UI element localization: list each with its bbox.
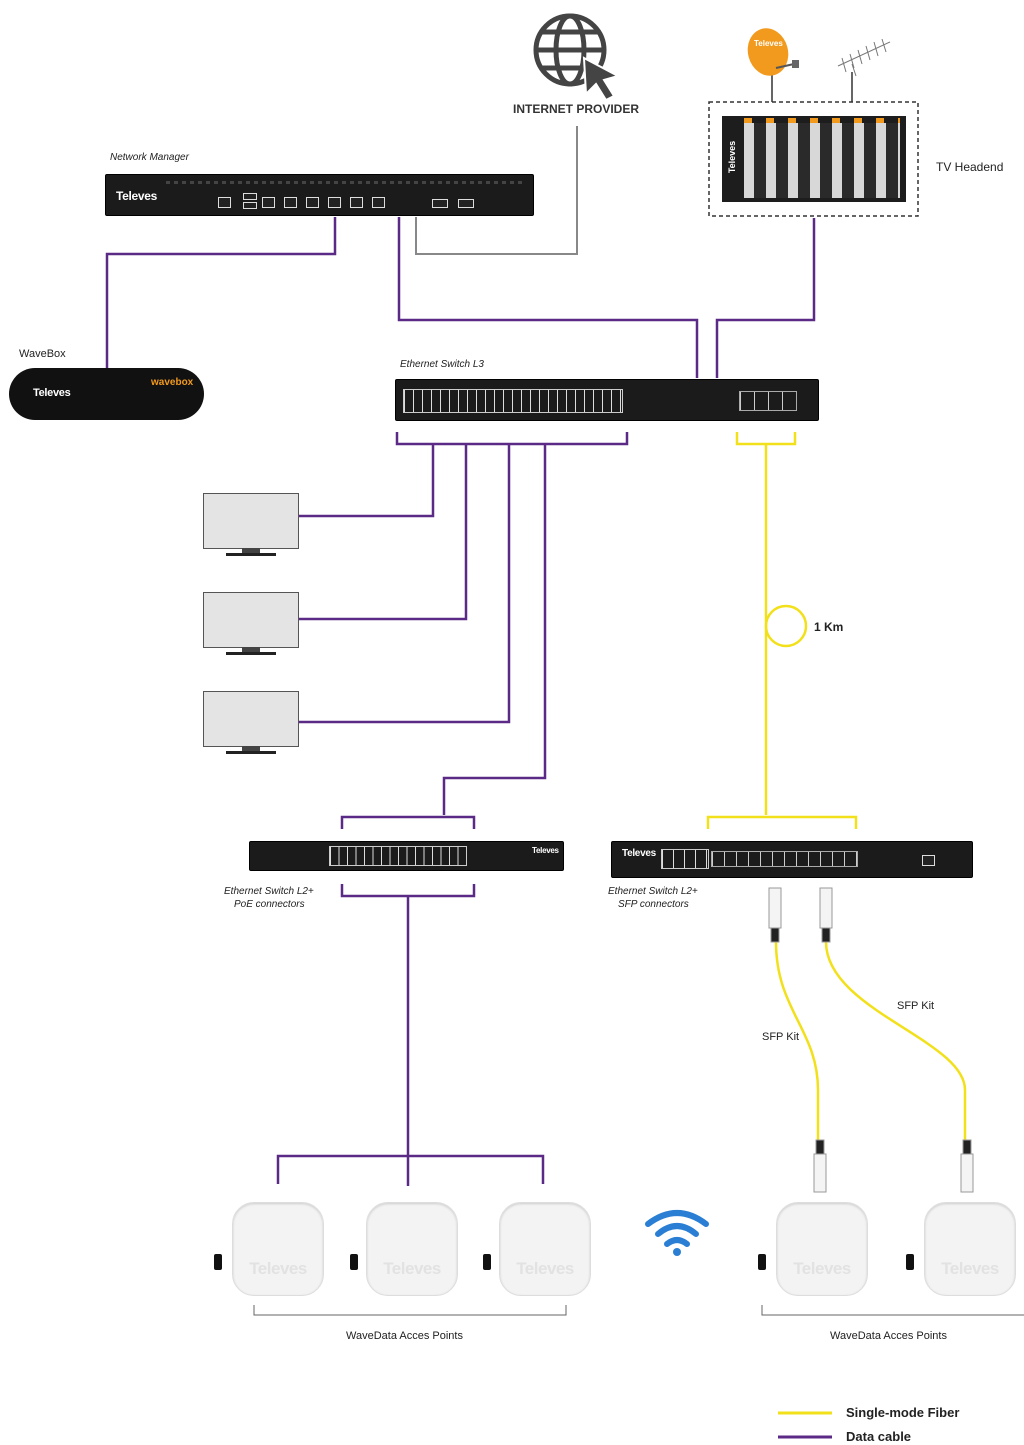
manager-usb-port[interactable] bbox=[243, 193, 257, 200]
ap-group-right-bracket bbox=[761, 1305, 1024, 1316]
manager-usb-port[interactable] bbox=[243, 202, 257, 209]
access-point-4[interactable]: Televes bbox=[776, 1202, 868, 1296]
power-plug-icon bbox=[350, 1254, 358, 1270]
power-plug-icon bbox=[214, 1254, 222, 1270]
internet-provider-label: INTERNET PROVIDER bbox=[513, 102, 640, 116]
internet-line bbox=[415, 126, 578, 255]
switch-sfp-label-2: SFP connectors bbox=[618, 899, 689, 910]
wifi-icon bbox=[645, 1210, 709, 1256]
data-cable-switch-bracket bbox=[395, 432, 629, 446]
headend-brand: Televes bbox=[727, 140, 738, 174]
tv-screen-1 bbox=[203, 493, 299, 556]
power-plug-icon bbox=[906, 1254, 914, 1270]
data-cable-poe-bottom-bracket bbox=[340, 884, 476, 898]
distance-label: 1 Km bbox=[814, 620, 844, 634]
fiber-sfp-bracket bbox=[706, 815, 858, 829]
tv-screen-2 bbox=[203, 592, 299, 655]
tv-headend-frame bbox=[708, 101, 919, 217]
switch-sfp-device[interactable]: Televes bbox=[611, 841, 973, 878]
switch-poe-brand: Televes bbox=[532, 846, 559, 855]
switch-poe-label-1: Ethernet Switch L2+ bbox=[224, 886, 314, 897]
network-manager-brand: Televes bbox=[116, 189, 158, 203]
fiber-sfp-kit-1 bbox=[774, 941, 820, 1140]
switch-l3-label: Ethernet Switch L3 bbox=[400, 359, 484, 370]
data-cable-tv2 bbox=[298, 444, 468, 621]
data-cable-ap-bracket bbox=[276, 1154, 545, 1184]
switch-l3-device[interactable] bbox=[395, 379, 819, 421]
fiber-switch-bracket bbox=[735, 432, 797, 446]
manager-port[interactable] bbox=[306, 197, 319, 208]
sfp-kit-label-2: SFP Kit bbox=[897, 1000, 935, 1012]
sfp-module-1 bbox=[768, 887, 782, 943]
switch-sfp-console-port[interactable] bbox=[922, 855, 935, 866]
legend-fiber-label: Single-mode Fiber bbox=[846, 1405, 960, 1420]
switch-poe-label-2: PoE connectors bbox=[234, 899, 305, 910]
data-cable-poe-top-bracket bbox=[340, 815, 476, 829]
manager-port[interactable] bbox=[328, 197, 341, 208]
sfp-kit-label-1: SFP Kit bbox=[762, 1031, 800, 1043]
dish-logo: Televes bbox=[754, 39, 783, 48]
switch-poe-device[interactable]: Televes bbox=[249, 841, 564, 871]
ap-group-right-label: WaveData Acces Points bbox=[830, 1330, 947, 1342]
access-point-2[interactable]: Televes bbox=[366, 1202, 458, 1296]
power-plug-icon bbox=[483, 1254, 491, 1270]
data-cable-manager-wavebox bbox=[105, 217, 337, 368]
wavebox-logo: wavebox bbox=[151, 377, 194, 388]
tv-headend-label: TV Headend bbox=[936, 160, 1004, 174]
manager-port[interactable] bbox=[284, 197, 297, 208]
access-point-1[interactable]: Televes bbox=[232, 1202, 324, 1296]
data-cable-poe-switch bbox=[442, 444, 547, 815]
sfp-module-2 bbox=[819, 887, 833, 943]
switch-sfp-ports[interactable] bbox=[711, 851, 858, 867]
globe-cursor-icon bbox=[533, 13, 621, 100]
access-point-3[interactable]: Televes bbox=[499, 1202, 591, 1296]
ap-group-left-label: WaveData Acces Points bbox=[346, 1330, 463, 1342]
network-manager-label: Network Manager bbox=[110, 152, 189, 163]
access-point-5[interactable]: Televes bbox=[924, 1202, 1016, 1296]
satellite-dish-icon: Televes bbox=[747, 28, 799, 76]
sfp-module-4 bbox=[960, 1139, 974, 1193]
fiber-sfp-kit-2 bbox=[824, 941, 967, 1140]
data-cable-tv3 bbox=[298, 444, 511, 724]
wavebox-brand: Televes bbox=[33, 387, 71, 399]
manager-port[interactable] bbox=[350, 197, 363, 208]
switch-poe-ports[interactable] bbox=[329, 846, 467, 866]
data-cable-tv1 bbox=[298, 444, 435, 518]
power-plug-icon bbox=[758, 1254, 766, 1270]
manager-sfp-port[interactable] bbox=[432, 199, 448, 208]
switch-l3-sfp-ports[interactable] bbox=[739, 391, 797, 411]
manager-sfp-port[interactable] bbox=[458, 199, 474, 208]
manager-port[interactable] bbox=[218, 197, 231, 208]
switch-sfp-rj45-ports[interactable] bbox=[661, 849, 709, 869]
switch-l3-ports[interactable] bbox=[403, 389, 623, 413]
switch-sfp-brand: Televes bbox=[622, 848, 656, 859]
manager-port[interactable] bbox=[372, 197, 385, 208]
fiber-coil bbox=[764, 604, 808, 648]
wavebox-device[interactable]: Televes wavebox bbox=[9, 368, 204, 420]
legend-data-label: Data cable bbox=[846, 1429, 912, 1444]
wavebox-label: WaveBox bbox=[19, 348, 66, 360]
data-cable-manager-switch bbox=[397, 217, 699, 378]
data-cable-headend-switch bbox=[715, 218, 816, 378]
switch-sfp-label-1: Ethernet Switch L2+ bbox=[608, 886, 698, 897]
ap-group-left-bracket bbox=[253, 1305, 567, 1316]
tv-screen-3 bbox=[203, 691, 299, 754]
sfp-module-3 bbox=[813, 1139, 827, 1193]
tv-headend-rack[interactable]: Televes bbox=[722, 116, 906, 202]
network-manager-device[interactable]: Televes bbox=[105, 174, 534, 216]
manager-port[interactable] bbox=[262, 197, 275, 208]
terrestrial-antenna-icon bbox=[837, 38, 891, 77]
